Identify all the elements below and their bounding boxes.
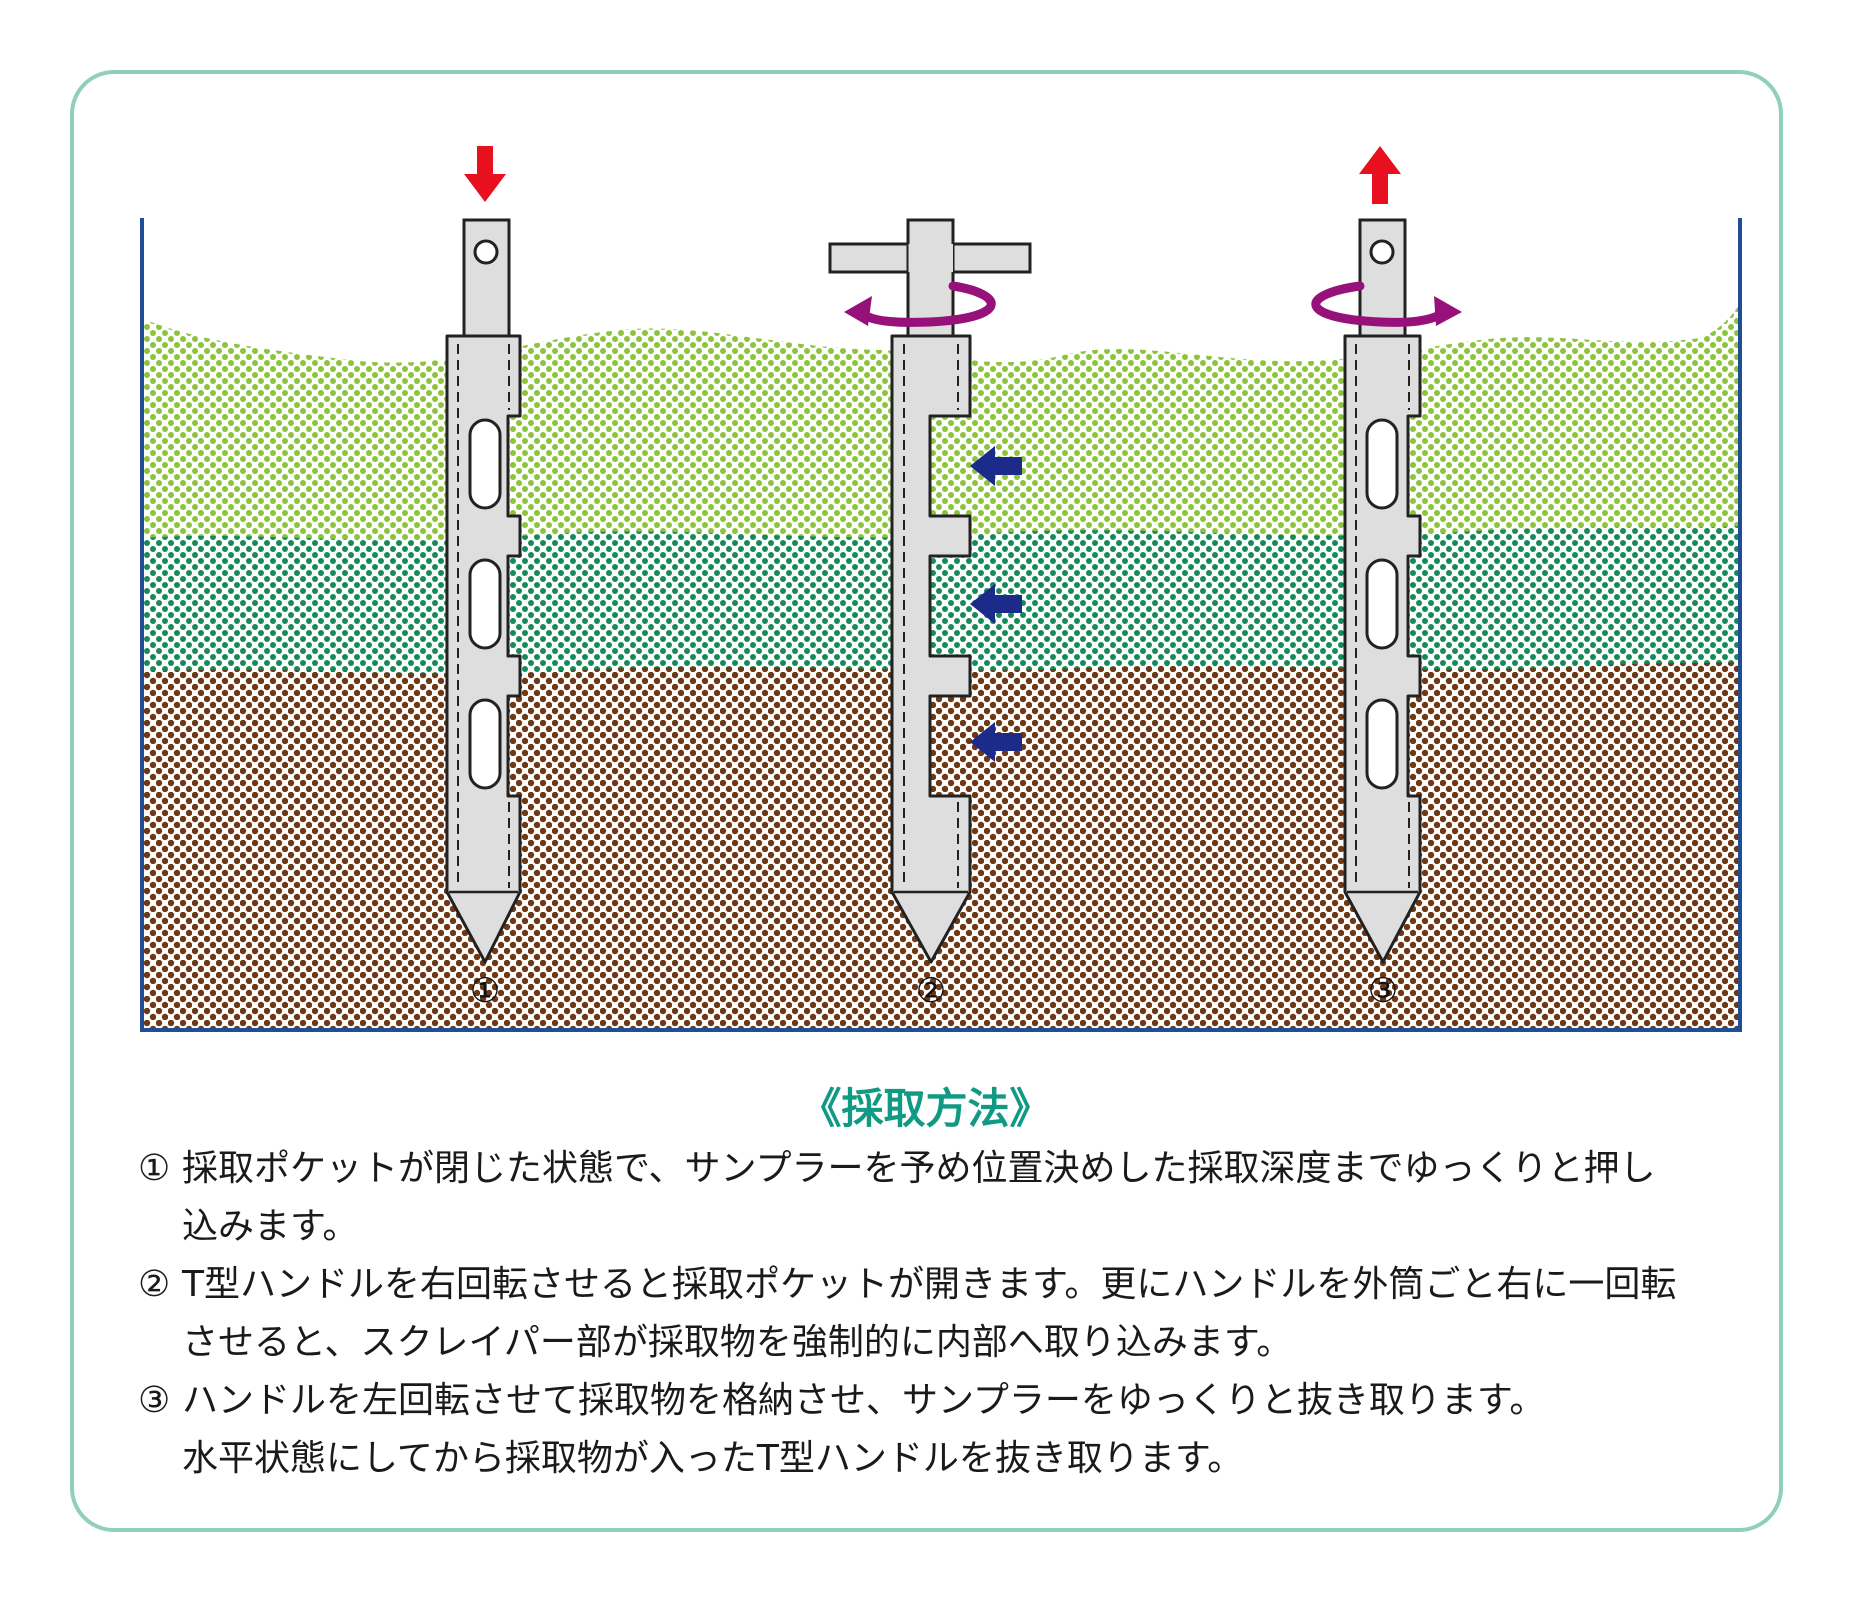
- sampler-slot: [1365, 558, 1399, 650]
- intake-arrow: [970, 722, 1022, 762]
- sampler-slot: [1365, 698, 1399, 790]
- sampler-slot: [468, 558, 502, 650]
- method-steps: ① 採取ポケットが閉じた状態で、サンプラーを予め位置決めした採取深度までゆっくり…: [138, 1140, 1728, 1488]
- sampler-slot: [468, 698, 502, 790]
- method-title: 《採取方法》: [799, 1084, 1052, 1133]
- step-text: させると、スクレイパー部が採取物を強制的に内部へ取り込みます。: [182, 1322, 1293, 1363]
- sampler-3-label: ③: [1368, 971, 1398, 1011]
- pull-up-arrow: [1359, 146, 1401, 204]
- step-number: ①: [138, 1148, 171, 1189]
- sampler-slot: [468, 418, 502, 510]
- sampler-2: [828, 218, 1032, 964]
- intake-arrow: [970, 584, 1022, 624]
- sampler-2-label: ②: [916, 971, 946, 1011]
- method-step: ③ ハンドルを左回転させて採取物を格納させ、サンプラーをゆっくりと抜き取ります。…: [138, 1372, 1728, 1488]
- sampler-1: [445, 146, 522, 964]
- sampler-slot: [1365, 418, 1399, 510]
- sampler-rod: [462, 218, 511, 340]
- intake-arrow: [970, 446, 1022, 486]
- sampler-body: [890, 334, 972, 964]
- rotate-left-arrow: [1311, 281, 1449, 327]
- step-text: T型ハンドルを右回転させると採取ポケットが開きます。更にハンドルを外筒ごと右に一…: [182, 1264, 1677, 1305]
- sampler-3: [1311, 146, 1462, 964]
- method-step: ② T型ハンドルを右回転させると採取ポケットが開きます。更にハンドルを外筒ごと右…: [138, 1256, 1728, 1372]
- step-text: 水平状態にしてから採取物が入ったT型ハンドルを抜き取ります。: [182, 1438, 1244, 1479]
- soil-layer-middle: [142, 526, 1740, 690]
- method-step: ① 採取ポケットが閉じた状態で、サンプラーを予め位置決めした採取深度までゆっくり…: [138, 1140, 1728, 1256]
- sampler-1-label: ①: [470, 971, 500, 1011]
- step-text: ハンドルを左回転させて採取物を格納させ、サンプラーをゆっくりと抜き取ります。: [182, 1380, 1546, 1421]
- step-number: ②: [138, 1264, 171, 1305]
- step-text: 採取ポケットが閉じた状態で、サンプラーを予め位置決めした採取深度までゆっくりと押…: [182, 1148, 1656, 1189]
- step-number: ③: [138, 1380, 171, 1421]
- soil-container: [140, 218, 1742, 1032]
- step-text: 込みます。: [182, 1206, 359, 1247]
- soil-layer-top: [142, 304, 1740, 560]
- push-down-arrow: [464, 146, 506, 202]
